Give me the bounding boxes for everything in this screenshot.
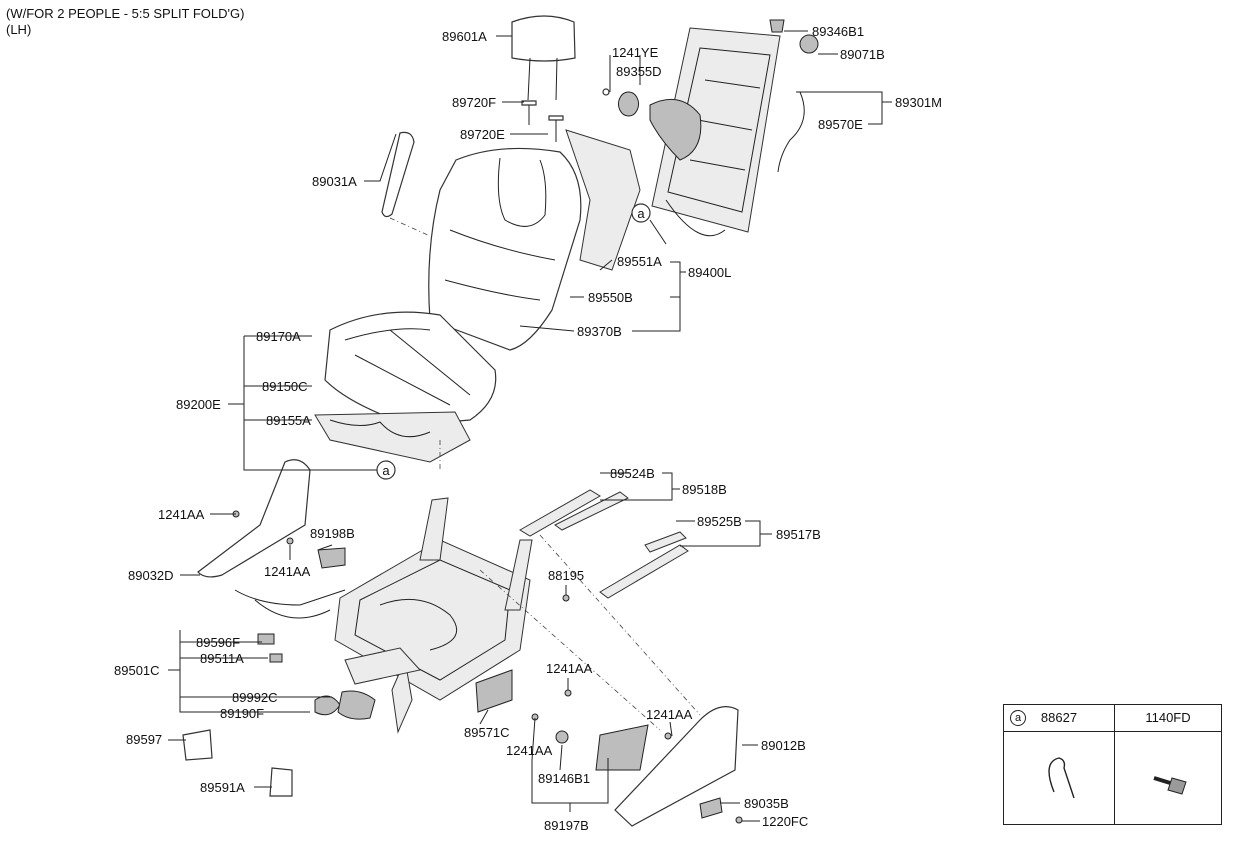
callout-89170A: 89170A — [256, 329, 301, 344]
callout-89992C: 89992C — [232, 690, 278, 705]
legend-header-row — [1004, 705, 1221, 732]
ref-marker-top-text: a — [637, 206, 645, 221]
diagram-subtitle-line1: (W/FOR 2 PEOPLE - 5:5 SPLIT FOLD'G) — [6, 6, 245, 21]
legend-col1-header: 88627 — [1040, 710, 1078, 725]
callout-1241AA-a: 1241AA — [158, 507, 205, 522]
seat-frame-drawing — [234, 497, 533, 734]
callout-89150C: 89150C — [262, 379, 308, 394]
callout-1241AA-d: 1241AA — [646, 707, 693, 722]
callout-89570E: 89570E — [818, 117, 863, 132]
seatback-frame-drawing — [602, 19, 819, 245]
callout-1241AA-b: 1241AA — [264, 564, 311, 579]
inner-shield-drawing — [197, 459, 311, 578]
callout-89146B1: 89146B1 — [538, 771, 590, 786]
callout-89591A: 89591A — [200, 780, 245, 795]
legend-col2-header: 1140FD — [1145, 710, 1191, 725]
callout-89346B1: 89346B1 — [812, 24, 864, 39]
callout-89501C: 89501C — [114, 663, 160, 678]
callout-89190F: 89190F — [220, 706, 264, 721]
leader-lines — [168, 30, 892, 822]
cover-89591A-drawing — [269, 767, 293, 797]
plate-drawing — [595, 724, 649, 771]
ref-marker-bottom-text: a — [382, 463, 390, 478]
bracket-drawing — [317, 547, 346, 569]
bolt-1140FD-icon — [1153, 776, 1187, 795]
callout-89551A: 89551A — [617, 254, 662, 269]
backrest-cushion-drawing — [428, 129, 641, 351]
outer-shield-drawing — [614, 706, 739, 827]
callout-89035B: 89035B — [744, 796, 789, 811]
cover-89597-drawing — [182, 729, 213, 761]
callout-89071B: 89071B — [840, 47, 885, 62]
callout-89720E: 89720E — [460, 127, 505, 142]
ref-marker-top: a — [631, 203, 651, 223]
cover-89035B-drawing — [699, 797, 723, 819]
callout-1241AA-e: 1241AA — [506, 743, 553, 758]
fasteners-drawing — [232, 510, 743, 824]
callout-89200E: 89200E — [176, 397, 221, 412]
callout-89518B: 89518B — [682, 482, 727, 497]
cover-89571C-drawing — [475, 669, 513, 713]
callout-89524B: 89524B — [610, 466, 655, 481]
callout-89571C: 89571C — [464, 725, 510, 740]
callout-1241YE: 1241YE — [612, 45, 659, 60]
callout-89601A: 89601A — [442, 29, 487, 44]
callout-89197B: 89197B — [544, 818, 589, 833]
callout-89355D: 89355D — [616, 64, 662, 79]
callout-89370B: 89370B — [577, 324, 622, 339]
callout-89525B: 89525B — [697, 514, 742, 529]
fastener-legend-table: a 88627 1140FD — [1003, 704, 1222, 825]
callout-1241AA-c: 1241AA — [546, 661, 593, 676]
callout-88195: 88195 — [548, 568, 584, 583]
callout-1220FC: 1220FC — [762, 814, 808, 829]
headrest-drawing — [511, 15, 576, 142]
callout-89597: 89597 — [126, 732, 162, 747]
side-trim-drawing — [381, 131, 415, 218]
callout-89517B: 89517B — [776, 527, 821, 542]
callout-89155A: 89155A — [266, 413, 311, 428]
callout-89031A: 89031A — [312, 174, 357, 189]
seat-cushion-drawing — [314, 311, 497, 463]
legend-column-divider — [1114, 705, 1115, 824]
callout-89198B: 89198B — [310, 526, 355, 541]
ref-marker-bottom: a — [376, 460, 396, 480]
legend-marker: a — [1010, 710, 1026, 726]
callout-89301M: 89301M — [895, 95, 942, 110]
clip-88627-icon — [1048, 757, 1075, 799]
callout-89596F: 89596F — [196, 635, 240, 650]
legend-parts-art — [1048, 757, 1187, 799]
callout-89511A: 89511A — [200, 651, 244, 666]
callout-89400L: 89400L — [688, 265, 731, 280]
callout-89012B: 89012B — [761, 738, 806, 753]
rail-covers-drawing — [519, 489, 689, 599]
callout-89032D: 89032D — [128, 568, 174, 583]
diagram-subtitle-line2: (LH) — [6, 22, 32, 37]
callout-89550B: 89550B — [588, 290, 633, 305]
callout-89720F: 89720F — [452, 95, 496, 110]
